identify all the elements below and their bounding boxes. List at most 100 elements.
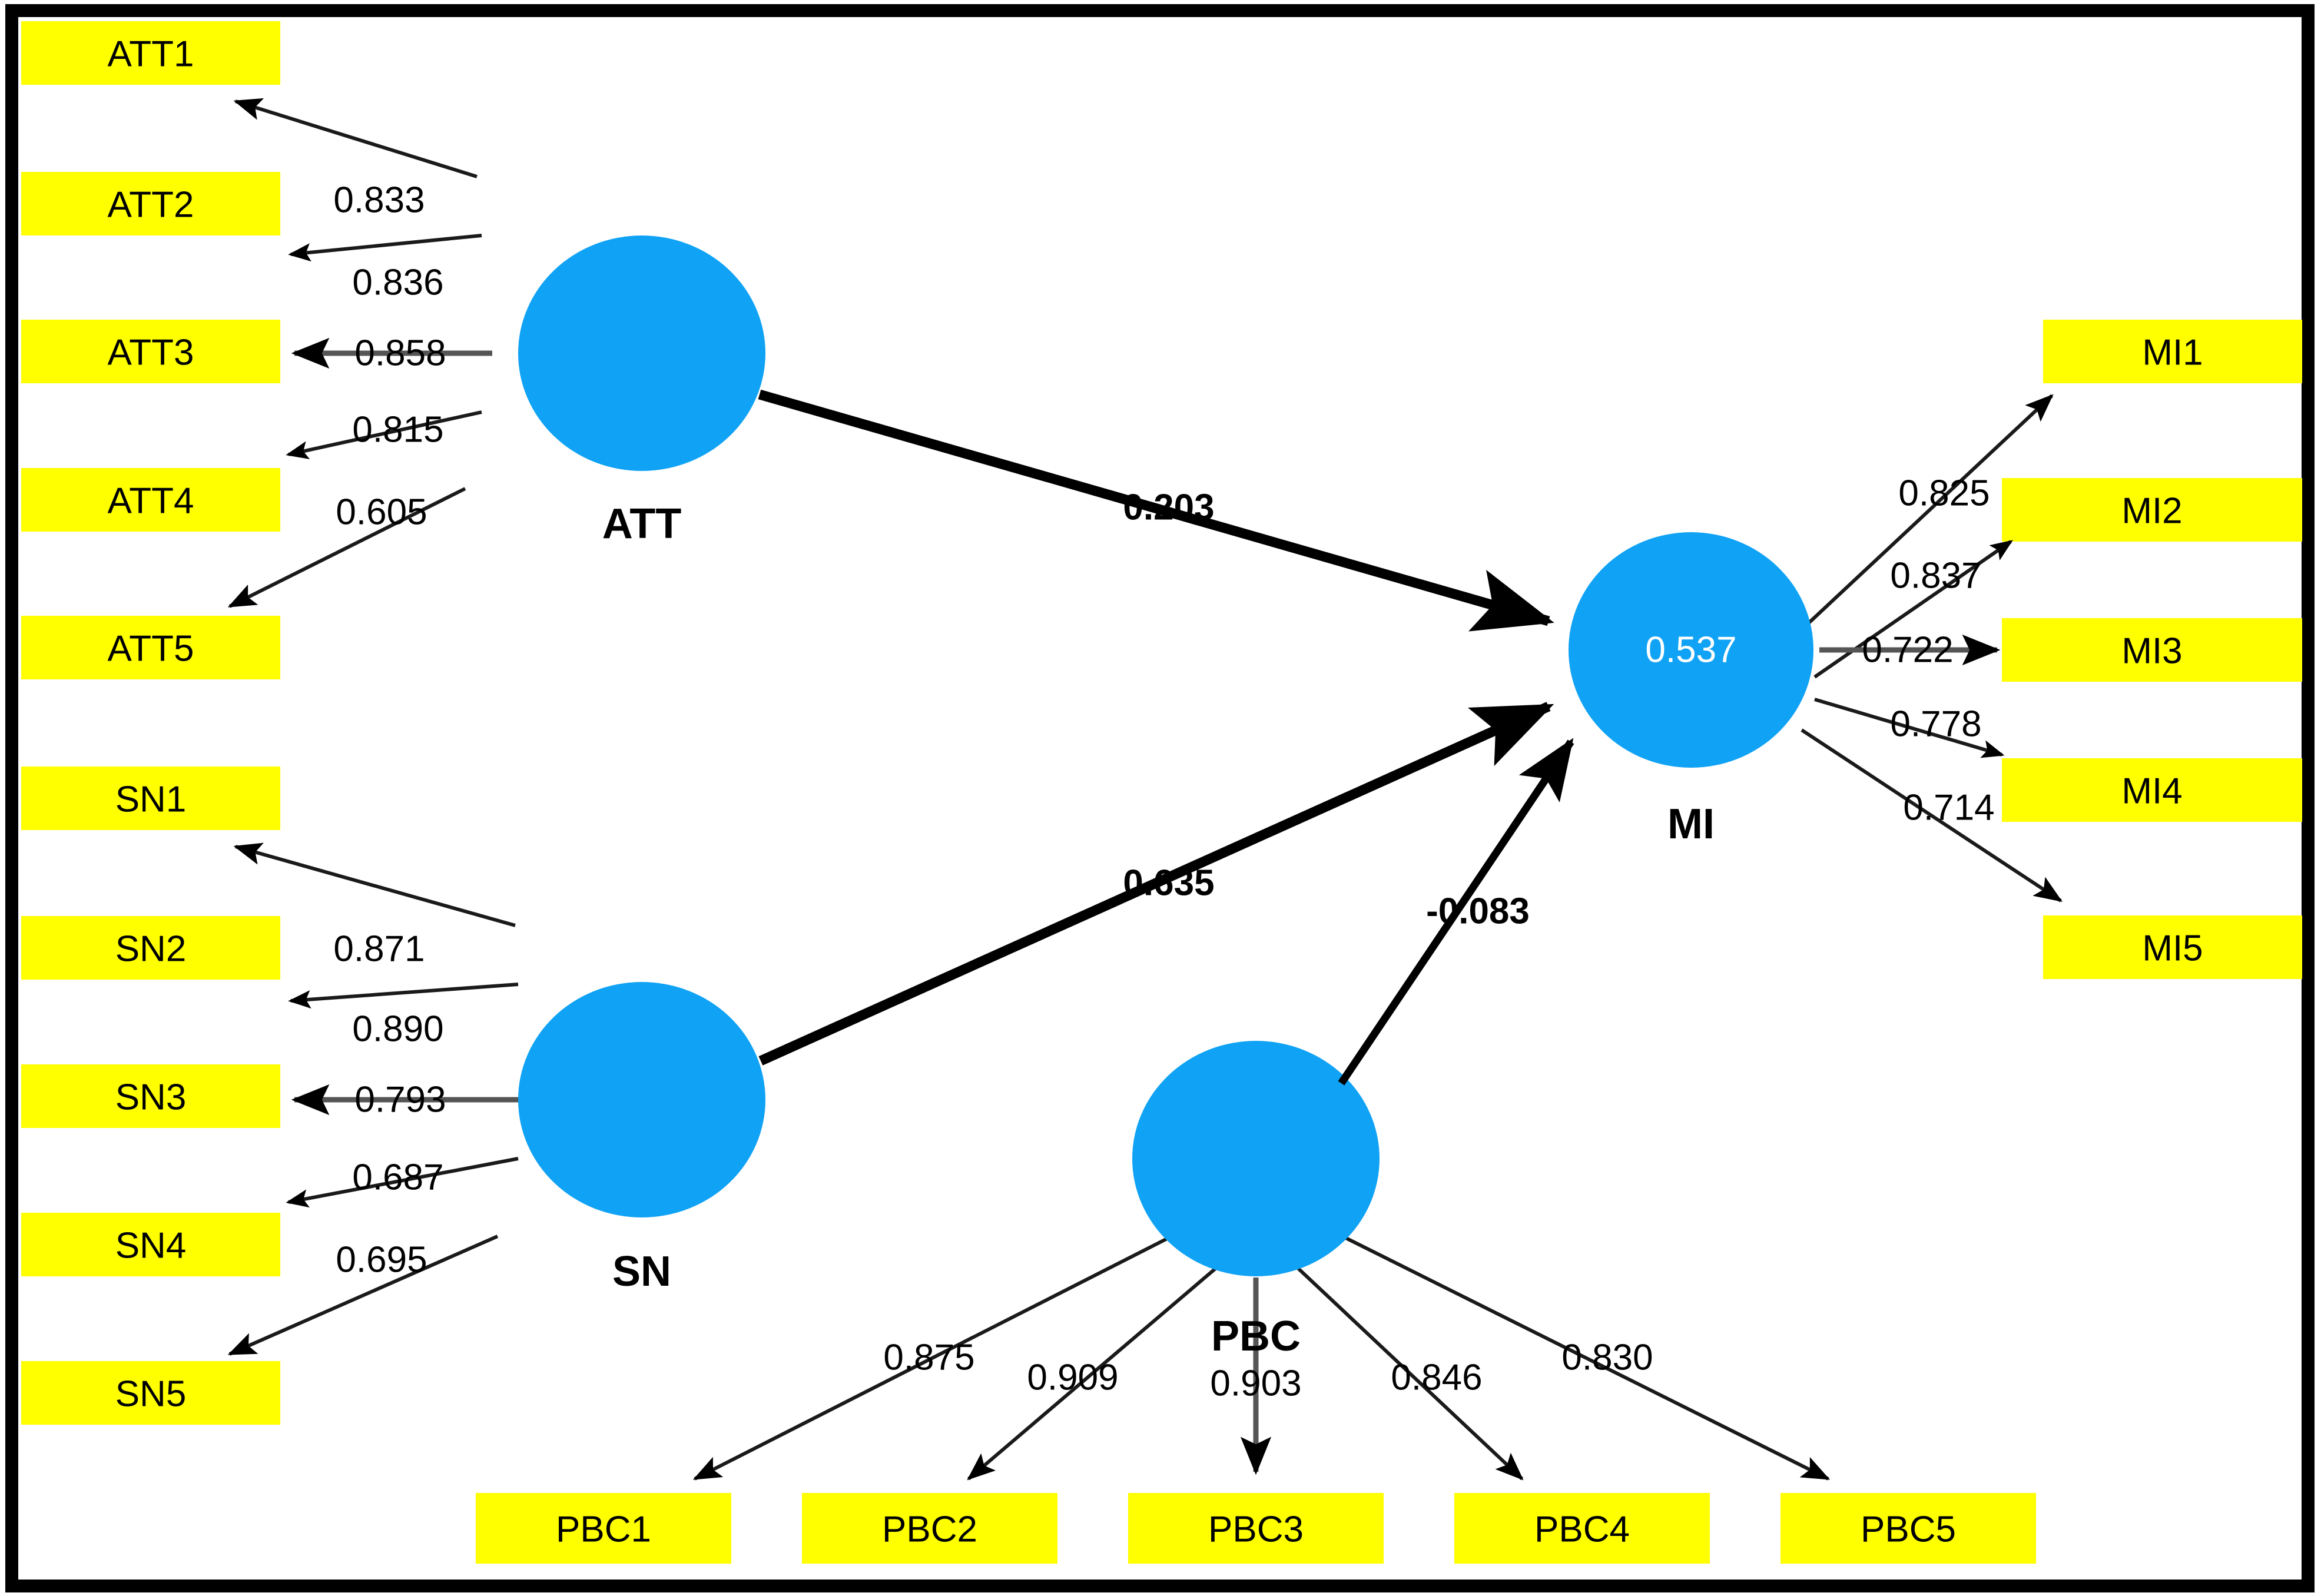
loading-label-att4: 0.815 [352,410,443,450]
loading-label-pbc3: 0.903 [1210,1363,1301,1404]
loading-label-pbc5: 0.830 [1561,1338,1653,1378]
loading-line-pbc1 [692,1235,1173,1481]
loading-label-pbc4: 0.846 [1391,1358,1482,1398]
loading-line-sn2 [288,983,519,1009]
indicator-box-pbc4 [1454,1493,1710,1564]
loading-line-sn5 [227,1235,499,1356]
path-label-att-to-mi: 0.203 [1123,487,1214,528]
indicator-label-att2: ATT2 [108,185,194,225]
loading-line-sn1 [233,842,516,927]
path-line-att-to-mi [758,389,1554,632]
indicator-box-sn3 [21,1064,280,1128]
sn-indicator-group: SN1 SN2 SN3 SN4 SN5 [21,767,280,1425]
loading-line-pbc5 [1341,1235,1831,1481]
att-loading-labels: 0.833 0.836 0.858 0.815 0.605 [333,180,446,533]
loading-label-att2: 0.836 [352,263,443,303]
loading-label-mi4: 0.778 [1890,704,1981,745]
loading-label-pbc2: 0.909 [1027,1358,1118,1398]
sn-loading-lines [227,842,524,1356]
path-line-pbc-to-mi [1338,738,1574,1086]
latent-att: ATT [518,235,765,548]
sn-loading-labels: 0.871 0.890 0.793 0.687 0.695 [333,929,446,1280]
indicator-box-pbc1 [476,1493,731,1564]
latent-circle-mi [1569,532,1813,768]
loading-line-mi5 [1801,728,2063,902]
path-line-sn-to-mi [758,702,1554,1066]
mi-loading-lines [1801,394,2063,902]
indicator-label-sn5: SN5 [115,1374,187,1415]
path-label-sn-to-mi: 0.635 [1123,863,1214,904]
loading-label-sn4: 0.687 [352,1157,443,1198]
structural-path-labels: 0.203 0.635 -0.083 [1123,487,1529,932]
loading-line-pbc4 [1294,1264,1524,1481]
indicator-box-att4 [21,468,280,532]
indicator-box-pbc3 [1128,1493,1384,1564]
indicator-label-mi2: MI2 [2121,491,2182,532]
mi-loading-labels: 0.825 0.837 0.722 0.778 0.714 [1862,473,1994,828]
loading-label-sn5: 0.695 [336,1240,427,1280]
loading-label-mi2: 0.837 [1890,556,1981,596]
pbc-loading-labels: 0.875 0.909 0.903 0.846 0.830 [883,1338,1653,1404]
pbc-indicator-group: PBC1 PBC2 PBC3 PBC4 PBC5 [476,1493,2036,1564]
indicator-label-mi1: MI1 [2142,333,2203,373]
latent-pbc: PBC [1132,1041,1380,1360]
loading-label-sn2: 0.890 [352,1009,443,1050]
indicator-box-mi5 [2043,915,2302,979]
latent-circle-pbc [1132,1041,1380,1276]
indicator-box-mi2 [2002,478,2302,542]
indicator-label-att1: ATT1 [108,34,194,75]
indicator-label-att3: ATT3 [108,333,194,373]
loading-label-mi1: 0.825 [1898,473,1990,514]
loading-line-sn4 [286,1157,519,1208]
loading-label-mi5: 0.714 [1903,788,1994,828]
indicator-label-att5: ATT5 [108,629,194,669]
indicator-box-mi1 [2043,320,2302,383]
loading-line-att1 [233,98,478,178]
indicator-box-mi4 [2002,758,2302,822]
indicator-label-pbc4: PBC4 [1534,1509,1630,1550]
pbc-loading-lines [692,1235,1831,1481]
latent-label-sn: SN [612,1248,671,1295]
att-loading-lines [227,98,492,608]
indicator-label-att4: ATT4 [108,481,194,522]
indicator-box-sn4 [21,1213,280,1276]
indicator-label-pbc1: PBC1 [556,1509,651,1550]
loading-line-mi4 [1814,698,2005,758]
loading-label-att1: 0.833 [333,180,425,221]
loading-label-sn3: 0.793 [354,1080,446,1120]
loading-label-att5: 0.605 [336,492,427,533]
indicator-label-mi3: MI3 [2121,631,2182,672]
latent-r2-mi: 0.537 [1645,630,1736,671]
structural-paths [758,389,1574,1086]
indicator-label-pbc3: PBC3 [1208,1509,1304,1550]
path-label-pbc-to-mi: -0.083 [1426,891,1530,932]
loading-line-mi1 [1806,394,2054,626]
indicator-box-pbc5 [1780,1493,2036,1564]
loading-label-sn1: 0.871 [333,929,425,970]
latent-label-pbc: PBC [1211,1313,1301,1360]
indicator-box-att5 [21,616,280,679]
indicator-label-sn4: SN4 [115,1226,187,1266]
figure-frame [5,4,2315,1592]
latent-circle-sn [518,982,765,1217]
latent-label-mi: MI [1667,801,1715,848]
indicator-label-mi4: MI4 [2121,771,2182,812]
indicator-label-sn2: SN2 [115,929,187,970]
indicator-label-pbc5: PBC5 [1861,1509,1956,1550]
indicator-box-sn1 [21,767,280,830]
loading-label-pbc1: 0.875 [883,1338,974,1378]
indicator-label-sn3: SN3 [115,1077,187,1118]
latent-label-att: ATT [602,500,682,548]
mi-indicator-group: MI1 MI2 MI3 MI4 MI5 [2002,320,2302,979]
indicator-box-sn2 [21,916,280,980]
indicator-box-att2 [21,172,280,235]
latent-sn: SN [518,982,765,1295]
loading-line-pbc2 [967,1264,1220,1481]
loading-line-att2 [288,234,482,262]
loading-label-mi3: 0.722 [1862,630,1953,671]
latent-circle-att [518,235,765,471]
latent-mi: 0.537 MI [1569,532,1813,848]
indicator-box-att1 [21,21,280,85]
